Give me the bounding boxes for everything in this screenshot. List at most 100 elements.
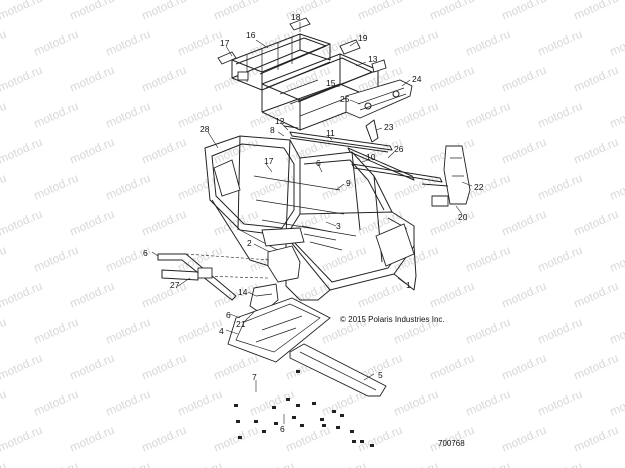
watermark-text: motod.ru [176, 459, 225, 468]
watermark-text: motod.ru [248, 387, 297, 419]
fastener [286, 398, 290, 401]
watermark-text: motod.ru [0, 279, 44, 311]
watermark-text: motod.ru [428, 0, 477, 23]
callout-14: 14 [238, 287, 248, 297]
watermark-text: motod.ru [320, 459, 369, 468]
callout-6c: 6 [226, 310, 231, 320]
callout-23: 23 [384, 122, 394, 132]
watermark-text: motod.ru [212, 0, 261, 23]
callout-25: 25 [340, 94, 350, 104]
fastener [322, 424, 326, 427]
watermark-text: motod.ru [0, 171, 8, 203]
watermark-text: motod.ru [608, 315, 625, 347]
watermark-text: motod.ru [140, 207, 189, 239]
watermark-text: motod.ru [392, 27, 441, 59]
watermark-text: motod.ru [0, 351, 44, 383]
watermark-text: motod.ru [32, 99, 81, 131]
watermark-text: motod.ru [608, 171, 625, 203]
callout-11: 11 [326, 128, 335, 138]
callout-4: 4 [219, 326, 224, 336]
watermark-text: motod.ru [140, 423, 189, 455]
callout-7: 7 [252, 372, 257, 382]
callout-3: 3 [336, 221, 341, 231]
fastener [352, 440, 356, 443]
watermark-text: motod.ru [0, 135, 44, 167]
watermark-text: motod.ru [572, 135, 621, 167]
watermark-text: motod.ru [104, 387, 153, 419]
fastener [236, 420, 240, 423]
leader-lines [151, 22, 473, 424]
callout-15: 15 [326, 78, 336, 88]
callout-labels: 18 17 16 19 13 15 24 25 23 12 8 11 28 26… [143, 12, 484, 434]
watermark-text: motod.ru [68, 63, 117, 95]
watermark-text: motod.ru [536, 387, 585, 419]
callout-27: 27 [170, 280, 180, 290]
watermark-text: motod.ru [572, 63, 621, 95]
callout-16: 16 [246, 30, 256, 40]
watermark-text: motod.ru [68, 207, 117, 239]
callout-1: 1 [406, 280, 411, 290]
callout-5: 5 [378, 370, 383, 380]
fastener [296, 370, 300, 373]
drawing-number: 700768 [438, 439, 465, 448]
callout-18: 18 [291, 12, 301, 22]
watermark-text: motod.ru [212, 135, 261, 167]
watermark-text: motod.ru [356, 423, 405, 455]
watermark-text: motod.ru [500, 135, 549, 167]
watermark-text: motod.ru [104, 99, 153, 131]
callout-12: 12 [275, 116, 285, 126]
fastener [292, 416, 296, 419]
watermark-text: motod.ru [464, 459, 513, 468]
fastener [234, 404, 238, 407]
watermark-text: motod.ru [608, 459, 625, 468]
watermark-text: motod.ru [0, 315, 8, 347]
watermark-text: motod.ru [500, 351, 549, 383]
fastener [312, 402, 316, 405]
watermark-text: motod.ru [68, 279, 117, 311]
callout-10: 10 [366, 152, 376, 162]
fastener [254, 420, 258, 423]
cargo-rack-lower [261, 39, 387, 131]
watermark-text: motod.ru [392, 459, 441, 468]
watermark-text: motod.ru [608, 27, 625, 59]
watermark-text: motod.ru [0, 0, 44, 23]
watermark-text: motod.ru [320, 171, 369, 203]
watermark-text: motod.ru [464, 315, 513, 347]
watermark-text: motod.ru [140, 279, 189, 311]
watermark-text: motod.ru [500, 63, 549, 95]
watermark-text: motod.ru [68, 0, 117, 23]
watermark-text: motod.ru [320, 243, 369, 275]
watermark-text: motod.ru [0, 423, 44, 455]
watermark-text: motod.ru [0, 387, 8, 419]
watermark-text: motod.ru [176, 315, 225, 347]
fastener [336, 426, 340, 429]
watermark-text: motod.ru [428, 351, 477, 383]
side-brace [157, 245, 301, 301]
watermark-text: motod.ru [0, 99, 8, 131]
callout-8: 8 [270, 125, 275, 135]
watermark-text: motod.ru [32, 315, 81, 347]
skid-plate-front [227, 297, 331, 363]
watermark-text: motod.ru [32, 459, 81, 468]
callout-19: 19 [358, 33, 368, 43]
watermark-text: motod.ru [428, 207, 477, 239]
rear-bracket [421, 145, 471, 207]
watermark-text: motod.ru [104, 171, 153, 203]
watermark-text: motod.ru [32, 171, 81, 203]
watermark-text: motod.ru [32, 27, 81, 59]
watermark-text: motod.ru [248, 171, 297, 203]
watermark-text: motod.ru [536, 459, 585, 468]
watermark-text: motod.ru [104, 27, 153, 59]
watermark-text: motod.ru [104, 315, 153, 347]
copyright-notice: © 2015 Polaris Industries Inc. [340, 315, 445, 324]
bed-bracket [345, 79, 413, 143]
callout-13: 13 [368, 54, 378, 64]
watermark-text: motod.ru [428, 279, 477, 311]
fastener [272, 406, 276, 409]
watermark-text: motod.ru [536, 243, 585, 275]
callout-26: 26 [394, 144, 404, 154]
watermark-text: motod.ru [536, 27, 585, 59]
watermark-text: motod.ru [464, 27, 513, 59]
